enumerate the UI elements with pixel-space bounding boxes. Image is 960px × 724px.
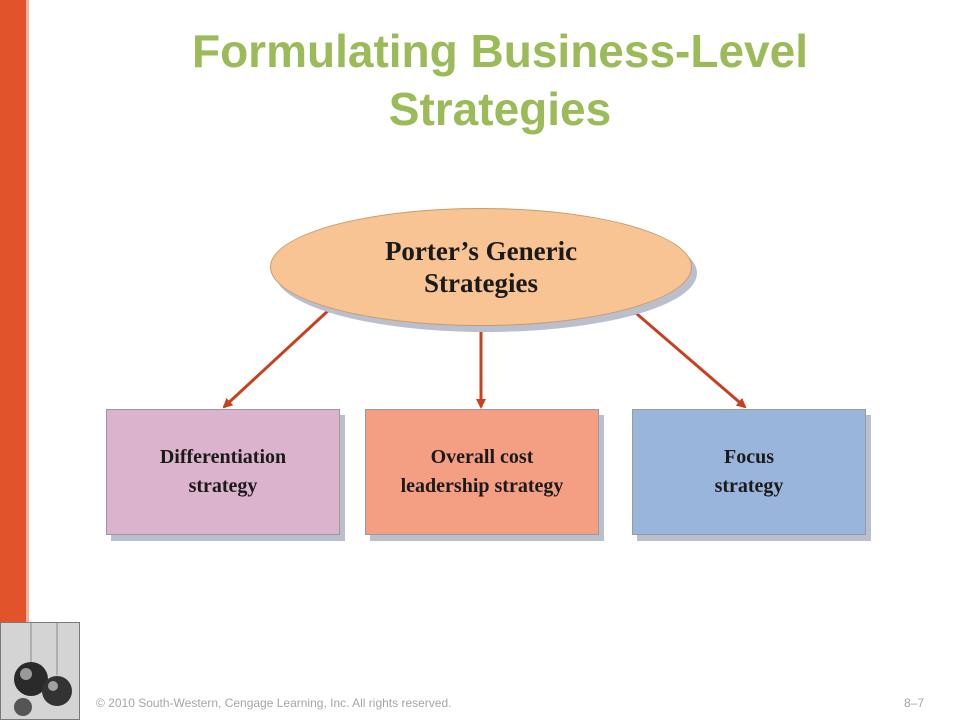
node-overall-cost-leadership-strategy: Overall cost leadership strategy	[365, 409, 599, 535]
copyright-notice: © 2010 South-Western, Cengage Learning, …	[96, 696, 452, 710]
node-focus-strategy: Focus strategy	[632, 409, 866, 535]
hanging-spheres-image	[1, 623, 79, 719]
slide-title: Formulating Business-Level Strategies	[60, 22, 940, 138]
node-label-line1: Overall cost	[430, 446, 534, 468]
node-label-line2: strategy	[188, 475, 258, 497]
root-node-line2: Strategies	[424, 268, 538, 298]
slide-title-line2: Strategies	[388, 83, 612, 135]
accent-bar	[0, 0, 26, 720]
node-label-line1: Focus	[724, 446, 774, 468]
page-number: 8–7	[904, 696, 925, 710]
arrow-to-focus	[629, 306, 747, 409]
node-differentiation-strategy: Differentiation strategy	[106, 409, 340, 535]
decorative-photo	[0, 622, 80, 720]
root-node-line1: Porter’s Generic	[384, 236, 578, 266]
arrow-to-differentiation	[222, 306, 333, 409]
node-label-line1: Differentiation	[159, 446, 287, 468]
node-label-line2: strategy	[714, 475, 784, 497]
node-label-line2: leadership strategy	[400, 475, 564, 497]
accent-bar-edge	[26, 0, 29, 720]
root-node-porters-generic-strategies: Porter’s Generic Strategies	[270, 208, 692, 326]
slide-title-line1: Formulating Business-Level	[191, 25, 808, 77]
